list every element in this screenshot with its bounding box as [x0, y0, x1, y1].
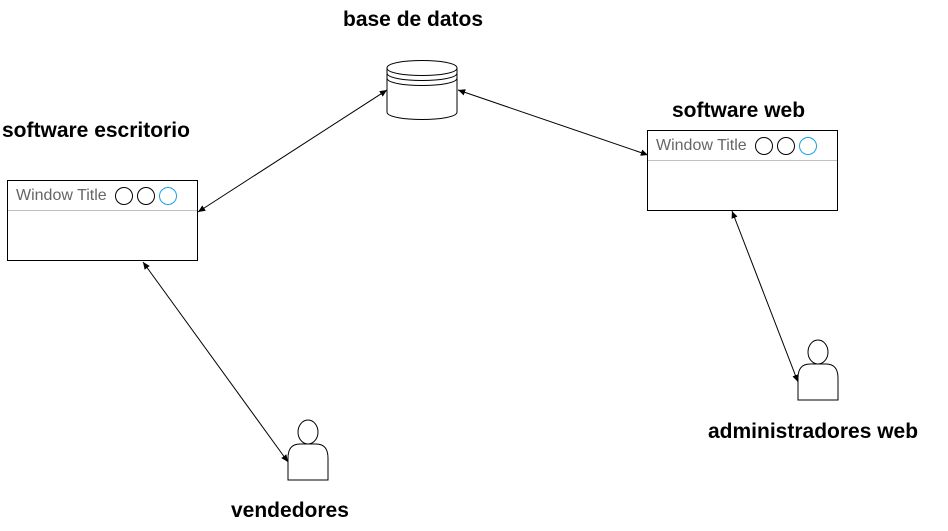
- window-titlebar: Window Title: [648, 131, 837, 161]
- label-desktop-software: software escritorio: [2, 119, 190, 142]
- edge-web-admins: [731, 210, 799, 383]
- window-maximize-icon: [776, 136, 795, 155]
- label-web-software: software web: [672, 99, 806, 122]
- window-maximize-icon: [136, 186, 155, 205]
- label-web-admins: administradores web: [708, 420, 919, 443]
- window-web-software: Window Title: [647, 130, 838, 211]
- window-minimize-icon: [754, 136, 773, 155]
- person-icon-vendedores: [287, 419, 329, 481]
- person-icon-administradores-web: [797, 339, 839, 401]
- label-sellers: vendedores: [231, 499, 349, 522]
- window-close-icon: [158, 186, 177, 205]
- window-title: Window Title: [16, 186, 107, 204]
- window-title: Window Title: [656, 136, 747, 154]
- window-titlebar: Window Title: [8, 181, 197, 211]
- window-desktop-software: Window Title: [7, 180, 198, 261]
- edge-web-database: [457, 89, 649, 156]
- edge-desktop-sellers: [142, 261, 289, 463]
- window-close-icon: [798, 136, 817, 155]
- window-minimize-icon: [114, 186, 133, 205]
- database-icon: [386, 60, 458, 120]
- edge-desktop-database: [197, 89, 388, 213]
- label-database: base de datos: [343, 8, 484, 31]
